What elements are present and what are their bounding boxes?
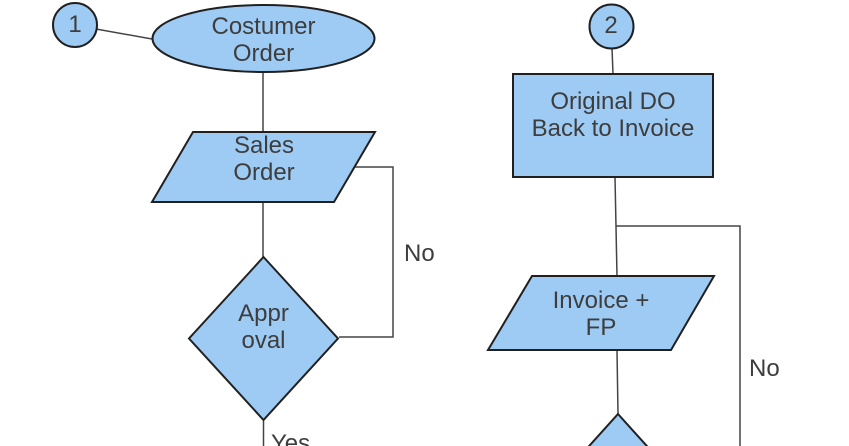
customer-order-terminator-shape[interactable]	[151, 4, 376, 73]
approval-decision-shape[interactable]	[187, 255, 340, 422]
connector-ref2-to-original-do	[611, 47, 614, 75]
connector-no-loopback-left	[339, 166, 394, 338]
offpage-connector-2-shape[interactable]	[588, 3, 635, 50]
offpage-connector-1-shape[interactable]	[52, 2, 98, 48]
bottom-decision-shape-partial[interactable]	[545, 412, 692, 446]
original-do-process-shape[interactable]	[512, 73, 714, 178]
connector-invoice-fp-to-decision	[616, 349, 619, 415]
connector-no-bypass-right	[616, 225, 741, 446]
sales-order-io-shape[interactable]	[150, 131, 377, 203]
invoice-fp-io-shape[interactable]	[486, 275, 716, 351]
connector-ref1-to-customer-order	[95, 28, 153, 40]
